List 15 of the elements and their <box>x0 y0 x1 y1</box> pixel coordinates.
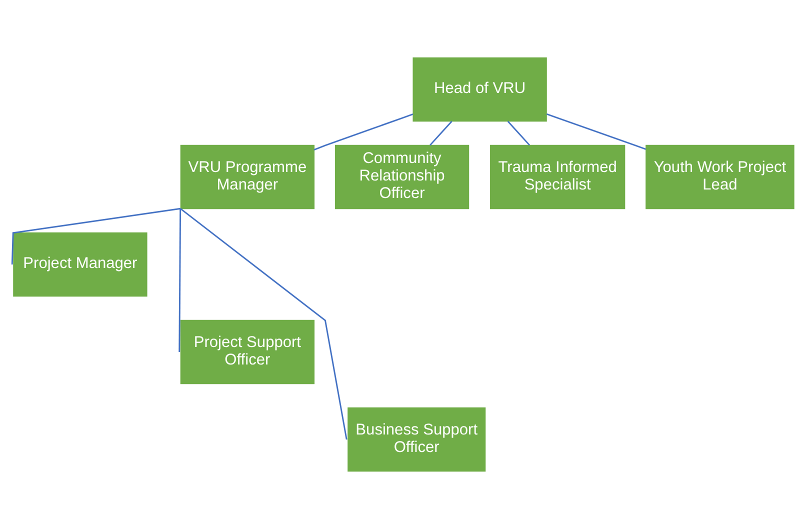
node-box: Trauma Informed Specialist <box>490 144 626 210</box>
connector <box>430 120 452 146</box>
connector <box>180 208 348 440</box>
node-box: Business Support Officer <box>348 407 486 472</box>
connector <box>11 208 180 265</box>
node-box: Community Relationship Officer <box>334 144 470 210</box>
node-box: VRU Programme Manager <box>180 144 315 210</box>
node-box: Youth Work Project Lead <box>646 144 794 210</box>
node-box: Head of VRU <box>412 57 547 122</box>
connector <box>314 114 414 150</box>
connector <box>546 113 646 150</box>
node-box: Project Support Officer <box>180 320 315 384</box>
connector <box>178 208 182 352</box>
node-box: Project Manager <box>13 232 148 297</box>
connector <box>507 120 530 146</box>
